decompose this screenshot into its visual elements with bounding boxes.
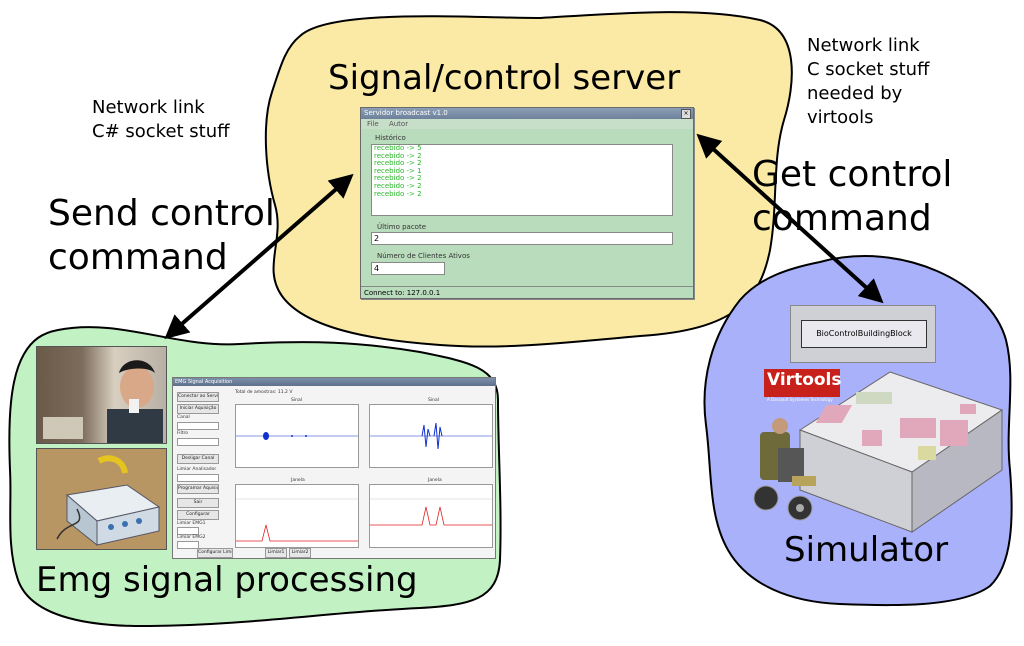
configure-threshold-button[interactable]: Configurar Limiar (197, 548, 233, 558)
threshold1-button[interactable]: Limiar1 (265, 548, 287, 558)
signal-plot-1-trace (236, 432, 358, 440)
clients-label: Número de Clientes Ativos (377, 252, 470, 260)
window-plot-1-trace (236, 498, 358, 542)
emg1-threshold-input[interactable] (177, 527, 199, 535)
last-packet-label: Último pacote (377, 223, 426, 231)
subject-photo (36, 346, 167, 444)
send-command-label: Send control command (48, 193, 275, 278)
list-item: recebido -> 2 (374, 151, 422, 160)
right-network-note: Network link C socket stuff needed by vi… (807, 35, 930, 128)
filter-label: Filtro (177, 431, 189, 436)
plot-title: Sinal (428, 398, 439, 403)
emg-header-text: Total de amostras: 11.2 V (235, 390, 293, 395)
get-command-arrow (696, 133, 884, 304)
exit-button[interactable]: Sair (177, 498, 219, 508)
plot-title: Sinal (291, 398, 302, 403)
virtools-logo-text: Virtools (767, 370, 842, 390)
server-menubar: File Autor (361, 119, 693, 129)
send-command-arrow (164, 173, 354, 340)
filter-select[interactable] (177, 438, 219, 446)
emg-app-window: EMG Signal Acquisition Total de amostras… (172, 377, 496, 559)
window-plot-2-trace (370, 498, 492, 526)
signal-plot-2 (369, 404, 493, 468)
get-command-label: Get control command (752, 154, 953, 239)
emg2-threshold-label: Limiar EMG2 (177, 535, 206, 540)
server-window-title: Servidor broadcast v1.0 (364, 109, 448, 117)
last-packet-field[interactable]: 2 (371, 232, 673, 245)
equipment-photo (36, 448, 167, 550)
threshold2-button[interactable]: Limiar2 (289, 548, 311, 558)
menu-file[interactable]: File (367, 120, 379, 128)
simulator-caption: Simulator (784, 530, 949, 570)
emg-app-titlebar: EMG Signal Acquisition (173, 378, 495, 386)
close-icon[interactable]: × (681, 109, 691, 119)
virtools-logo: Virtools A Dassault Systemes Technology (764, 369, 842, 402)
equipment-photo-art (56, 455, 161, 547)
list-item: recebido -> 2 (374, 174, 422, 183)
left-network-note: Network link C# socket stuff (92, 97, 230, 142)
virtools-tagline: A Dassault Systemes Technology (767, 397, 833, 402)
menu-autor[interactable]: Autor (388, 120, 409, 128)
wheelchair-user-illustration (753, 418, 816, 521)
history-list[interactable]: recebido -> 5 recebido -> 2 recebido -> … (371, 144, 673, 216)
subject-photo-art (43, 360, 163, 443)
window-plot-2 (369, 484, 493, 548)
channel-label: Canal (177, 415, 190, 420)
emg-caption: Emg signal processing (36, 560, 418, 600)
channel-select[interactable] (177, 422, 219, 430)
list-item: recebido -> 2 (374, 181, 422, 190)
list-item: recebido -> 2 (374, 159, 422, 168)
plot-title: Janela (428, 478, 442, 483)
emg2-threshold-input[interactable] (177, 541, 199, 549)
plot-title: Janela (291, 478, 305, 483)
start-acquisition-button[interactable]: Iniciar Aquisição (177, 404, 219, 414)
program-acquisition-button[interactable]: Programar Aquisição (177, 484, 219, 494)
history-label: Histórico (375, 134, 406, 142)
list-item: recebido -> 5 (374, 144, 422, 152)
emg1-threshold-label: Limiar EMG1 (177, 521, 206, 526)
server-title: Signal/control server (328, 58, 681, 98)
clients-field[interactable]: 4 (371, 262, 445, 275)
list-item: recebido -> 2 (374, 189, 422, 198)
server-window-titlebar: Servidor broadcast v1.0 × (361, 108, 693, 119)
server-window: Servidor broadcast v1.0 × File Autor His… (360, 107, 694, 299)
disable-channel-button[interactable]: Desligar Canal (177, 454, 219, 464)
analyzer-threshold-select[interactable] (177, 474, 219, 482)
signal-plot-1 (235, 404, 359, 468)
signal-plot-2-trace (370, 422, 492, 450)
building-block-panel: BioControlBuildingBlock (790, 305, 936, 363)
list-item: recebido -> 1 (374, 166, 422, 175)
connect-button[interactable]: Conectar ao Servidor (177, 392, 219, 402)
window-plot-1 (235, 484, 359, 548)
status-bar: Connect to: 127.0.0.1 (361, 286, 693, 298)
configure-button[interactable]: Configurar (177, 510, 219, 520)
building-block-label: BioControlBuildingBlock (801, 320, 927, 348)
analyzer-threshold-label: Limiar Analisador (177, 467, 217, 472)
floor-plan-illustration (798, 371, 1004, 533)
